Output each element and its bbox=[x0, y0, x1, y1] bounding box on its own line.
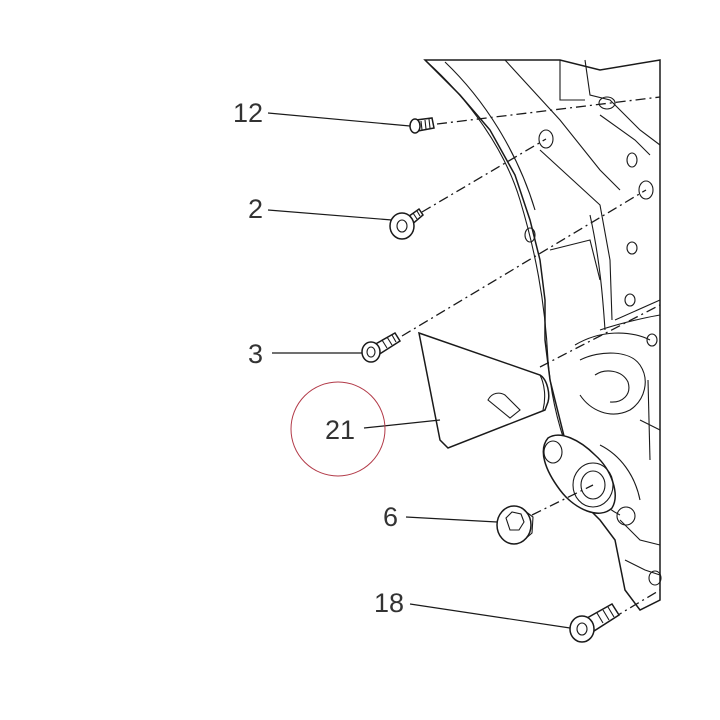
callout-3: 3 bbox=[248, 339, 263, 369]
highlight-circle bbox=[290, 381, 386, 477]
cover-plate-21 bbox=[418, 331, 550, 449]
callout-18: 18 bbox=[374, 588, 404, 618]
callout-6: 6 bbox=[383, 502, 398, 532]
callout-2: 2 bbox=[248, 194, 263, 224]
nut-6 bbox=[496, 505, 534, 545]
bolt-18 bbox=[569, 602, 621, 643]
assembly-lines bbox=[401, 96, 661, 619]
screw-3 bbox=[361, 331, 402, 363]
callout-labels: 12 2 3 21 6 18 bbox=[233, 98, 404, 618]
leader-lines bbox=[267, 112, 571, 629]
callout-21: 21 bbox=[325, 415, 355, 445]
screw-12 bbox=[409, 117, 435, 134]
screw-2 bbox=[389, 207, 424, 240]
frame-casting bbox=[423, 59, 662, 611]
callout-12: 12 bbox=[233, 98, 263, 128]
